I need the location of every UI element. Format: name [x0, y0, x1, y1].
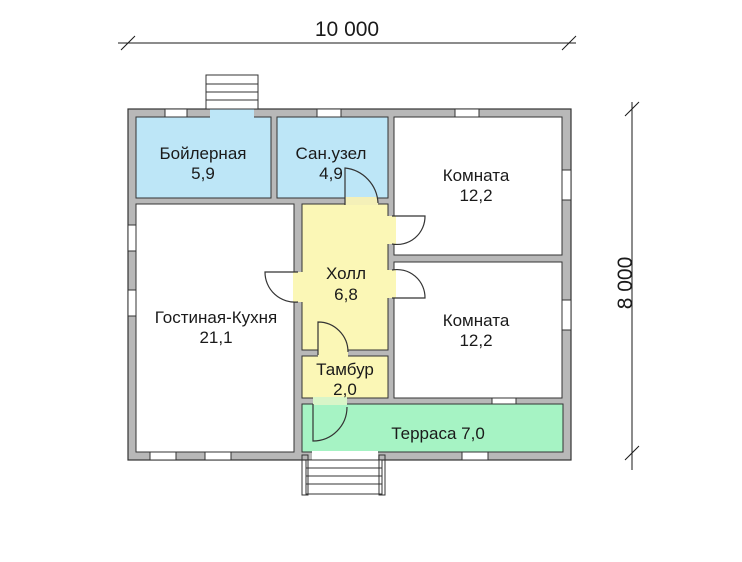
room-bottom-area: 12,2 [459, 331, 492, 350]
windows [127, 108, 572, 461]
room-hall-area: 6,8 [334, 285, 358, 304]
room-hall-name: Холл [326, 264, 366, 283]
width-dimension-label: 10 000 [315, 18, 379, 41]
room-living-kitchen-floor [135, 203, 295, 453]
steps-top [205, 74, 259, 110]
room-top-area: 12,2 [459, 186, 492, 205]
room-top-floor [393, 116, 563, 256]
dimension-lines [118, 35, 640, 470]
terrace-floor [301, 403, 564, 453]
room-bathroom-area: 4,9 [319, 164, 343, 183]
room-bathroom-name: Сан.узел [296, 144, 367, 163]
room-boiler-area: 5,9 [191, 164, 215, 183]
terrace-label: Терраса 7,0 [391, 424, 485, 443]
door-swings [221, 77, 426, 442]
depth-dimension-label: 8 000 [614, 257, 637, 310]
room-living-kitchen-name: Гостиная-Кухня [155, 308, 278, 327]
room-vestibule-area: 2,0 [333, 380, 357, 399]
door-openings [210, 108, 396, 461]
room-living-kitchen-area: 21,1 [199, 328, 232, 347]
room-boiler-floor [135, 116, 272, 199]
room-hall-floor [301, 203, 389, 351]
room-bottom-name: Комната [443, 311, 510, 330]
room-vestibule-name: Тамбур [316, 360, 374, 379]
room-top-name: Комната [443, 166, 510, 185]
room-boiler-name: Бойлерная [160, 144, 247, 163]
steps-bottom [301, 454, 386, 496]
room-bottom-floor [393, 261, 563, 399]
